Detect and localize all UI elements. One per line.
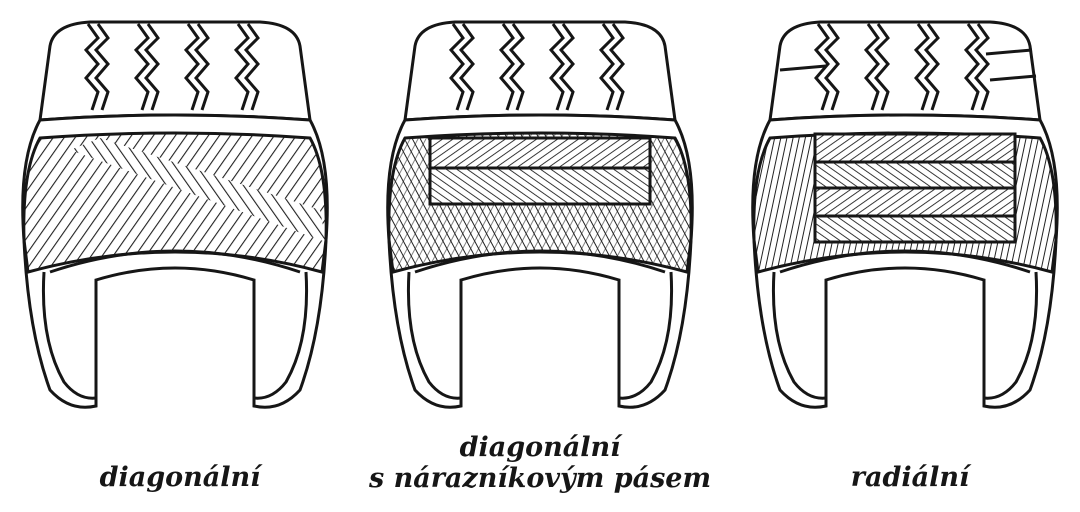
caption-diagonal-belted: diagonální s nárazníkovým pásem <box>350 432 730 494</box>
caption-diagonal-line-1: diagonální <box>60 462 300 493</box>
caption-radial-line-1: radiální <box>800 462 1020 493</box>
tire-radial <box>740 22 1070 407</box>
tire-diagonal-belted <box>375 22 705 407</box>
caption-diagonal: diagonální <box>60 462 300 493</box>
tire-diagonal <box>10 22 340 407</box>
caption-radial: radiální <box>800 462 1020 493</box>
caption-diagonal-belted-line-1: diagonální <box>350 432 730 463</box>
caption-diagonal-belted-line-2: s nárazníkovým pásem <box>350 463 730 494</box>
